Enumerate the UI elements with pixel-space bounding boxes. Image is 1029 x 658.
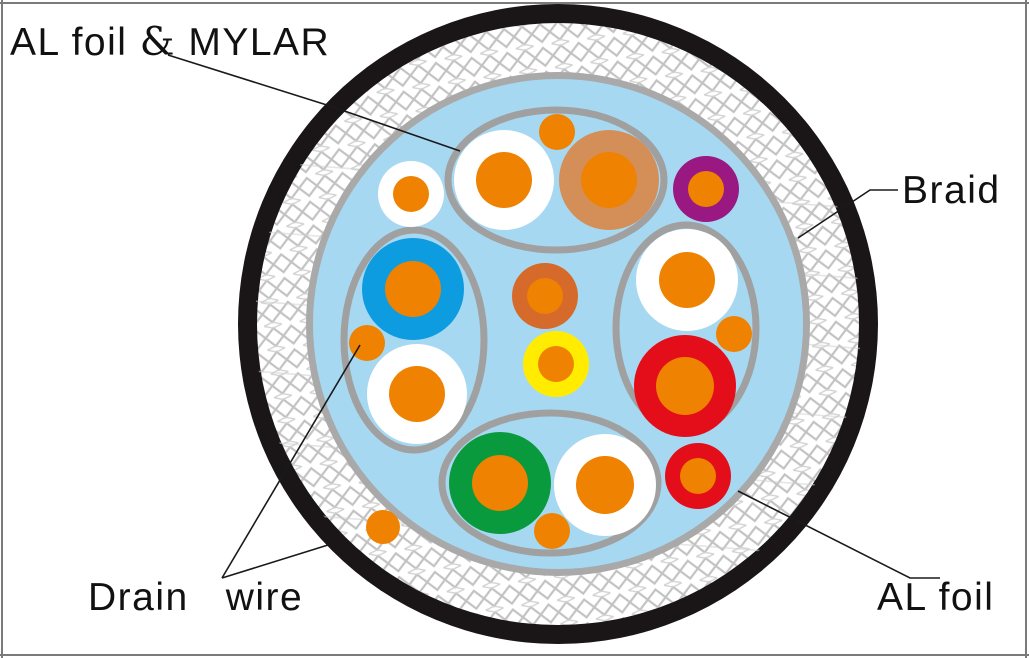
conductor-right-white <box>636 229 738 331</box>
conductor-top-tan <box>559 130 659 230</box>
leader-al-foil <box>737 490 940 579</box>
drain-wire-right <box>716 316 752 352</box>
conductor-center-brown <box>512 263 578 329</box>
conductor-single-red <box>665 443 731 509</box>
drain-wire-braid <box>366 510 400 544</box>
leader-braid <box>797 189 898 239</box>
drain-wire-left <box>349 325 385 361</box>
conductor-single-purple <box>673 156 739 222</box>
conductor-bottom-white <box>554 434 656 536</box>
leader-drain-wire-2 <box>221 544 329 579</box>
drain-wire-bottom <box>534 513 570 549</box>
conductor-bottom-green <box>449 432 551 534</box>
leader-al-foil-mylar <box>167 54 461 152</box>
label-drain-wire: Drain wire <box>88 576 303 619</box>
conductor-top-white <box>454 130 554 230</box>
conductor-left-white <box>367 344 467 444</box>
label-braid: Braid <box>902 169 1001 212</box>
pair-shield-left <box>340 226 488 454</box>
leader-drain-wire-1 <box>221 344 361 579</box>
label-al-foil: AL foil <box>877 576 994 619</box>
conductor-single-white <box>378 161 444 227</box>
conductor-left-blue <box>362 238 464 340</box>
drain-wire-top <box>539 114 575 150</box>
label-al-foil-mylar: AL foil & MYLAR <box>10 20 330 65</box>
pair-shield-top <box>444 106 668 254</box>
pair-shield-bottom <box>438 409 662 557</box>
conductor-center-yellow <box>523 331 589 397</box>
conductor-right-red <box>634 335 736 437</box>
